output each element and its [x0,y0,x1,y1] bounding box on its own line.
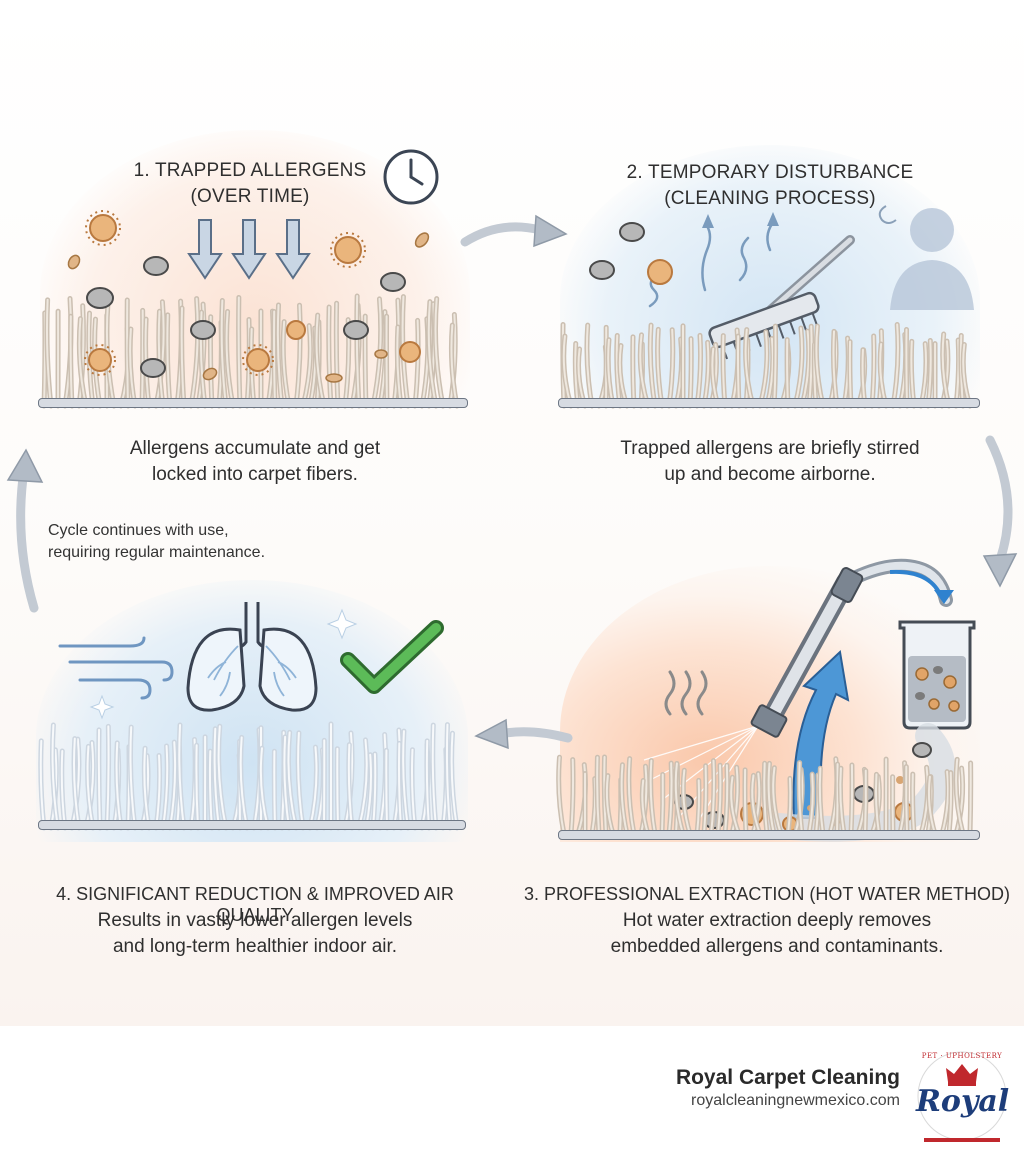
fresh-air-icon [58,636,174,700]
sparkle-icons [89,608,358,720]
pollen-icon [647,259,673,285]
panel-2-title: 2. TEMPORARY DISTURBANCE (CLEANING PROCE… [626,162,914,209]
panel-3-caption: Hot water extraction deeply removes embe… [610,910,944,957]
panel-4-title: 4. SIGNIFICANT REDUCTION & IMPROVED AIR … [56,884,454,925]
infographic-canvas: 1. TRAPPED ALLERGENS (OVER TIME) [0,0,1024,1026]
down-arrows [187,219,311,280]
panel-1-caption: Allergens accumulate and get locked into… [129,438,381,485]
allergens-1 [67,210,430,383]
carpet-base-1 [38,398,468,408]
panel-2-caption: Trapped allergens are briefly stirred up… [620,438,920,485]
airborne-flow-2 [589,212,779,308]
brand-url[interactable]: royalcleaningnewmexico.com [691,1092,900,1109]
person-silhouette-icon [878,205,974,310]
waste-tank-icon [898,620,976,730]
panel-4-caption: Results in vastly lower allergen levels … [97,910,413,957]
steam-icon [664,670,708,716]
carpet-base-3 [558,830,980,840]
arrow-4-to-1 [16,465,39,613]
brand-name: Royal Carpet Cleaning [675,1066,900,1089]
pollen-icon [84,210,421,376]
lungs-icon [186,602,318,712]
arrow-1-to-2 [460,222,545,247]
panel-1-title: 1. TRAPPED ALLERGENS (OVER TIME) [133,160,367,207]
cycle-arrows [6,214,1018,750]
footer [0,1026,1024,1154]
checkmark-icon [340,620,444,694]
dust-mite-icon [86,256,406,378]
carpet-base-2 [558,398,980,408]
clock-icon [383,149,439,205]
carpet-base-4 [38,820,466,830]
down-arrow-icon [187,219,311,280]
extraction-wand-icon [750,558,954,738]
cycle-note: Cycle continues with use, requiring regu… [48,522,266,561]
dust-mite-icon [589,222,645,280]
brand-logo [917,1051,1007,1142]
brand-logo-ring-text: PET · UPHOLSTERY [921,1052,1003,1060]
panel-3-title: 3. PROFESSIONAL EXTRACTION (HOT WATER ME… [523,884,1011,904]
brand-logo-text: Royal [916,1084,1010,1119]
crown-icon [946,1064,978,1086]
carpet-fibers-3 [556,754,974,837]
arrow-2-to-3 [985,435,1013,565]
arrow-3-to-4 [495,727,573,743]
